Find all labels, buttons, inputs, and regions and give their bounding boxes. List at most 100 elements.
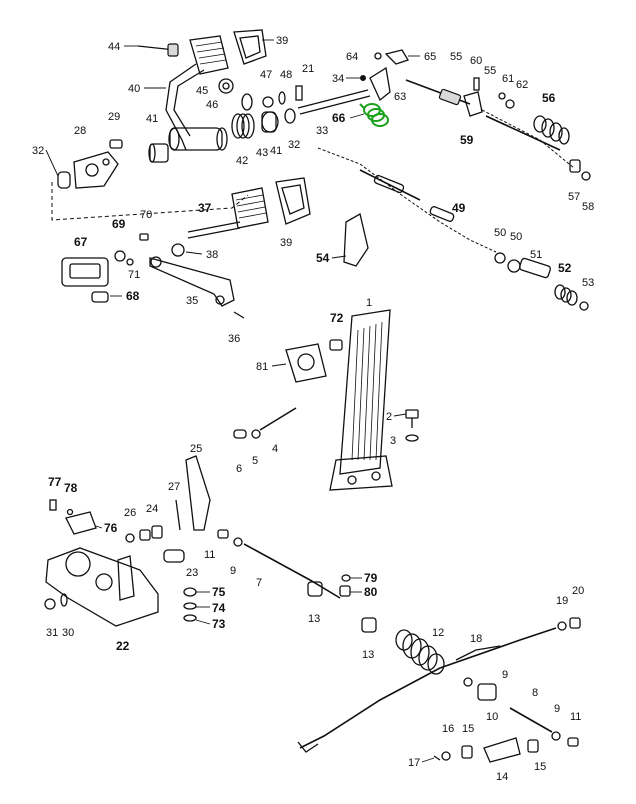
nut-61: [498, 92, 506, 100]
washer-74: [183, 602, 197, 610]
sleeve-51: [519, 257, 551, 279]
callout-5: 5: [252, 455, 258, 467]
bolt-2: [405, 409, 419, 428]
callout-34: 34: [332, 73, 344, 85]
callout-26: 26: [124, 507, 136, 519]
callout-13b: 13: [362, 649, 374, 661]
callout-40: 40: [128, 83, 140, 95]
callout-50a: 50: [494, 227, 506, 239]
callout-48: 48: [280, 69, 292, 81]
ring-9b: [463, 677, 473, 687]
callout-55b: 55: [484, 65, 496, 77]
callout-60: 60: [470, 55, 482, 67]
callout-13: 13: [308, 613, 320, 625]
callout-41: 41: [146, 113, 158, 125]
washer-46: [241, 93, 253, 111]
callout-75: 75: [212, 585, 226, 599]
callout-18: 18: [470, 633, 482, 645]
spring-66-highlighted: [359, 103, 389, 127]
bushing-41: [148, 143, 169, 163]
washer-16: [441, 751, 451, 761]
nut-58: [581, 171, 591, 181]
callout-39b: 39: [280, 237, 292, 249]
bushing-24b: [151, 525, 163, 539]
bolt-44: [124, 43, 179, 57]
callout-54: 54: [316, 251, 330, 265]
clip-48: [278, 91, 286, 105]
rod-4: [259, 407, 297, 431]
callout-68: 68: [126, 289, 140, 303]
shift-rod: [299, 627, 557, 749]
ring-19: [557, 621, 567, 631]
callout-6: 6: [236, 463, 242, 475]
nut-31: [44, 598, 56, 610]
callout-27: 27: [168, 481, 180, 493]
screw-60: [473, 77, 480, 91]
pin-36: [233, 311, 245, 319]
bushing-15b: [527, 739, 539, 753]
bracket-28: [73, 151, 119, 189]
bracket-54: [343, 213, 369, 267]
callout-19: 19: [556, 595, 568, 607]
callout-28: 28: [74, 125, 86, 137]
lever-14: [483, 737, 521, 763]
bushing-13b: [361, 617, 377, 633]
spring-43: [231, 113, 255, 139]
callout-10: 10: [486, 711, 498, 723]
pin-17: [433, 755, 441, 761]
callout-79: 79: [364, 571, 378, 585]
callout-32: 32: [32, 145, 44, 157]
bushing-15a: [461, 745, 473, 759]
callout-33: 33: [316, 125, 328, 137]
callout-57: 57: [568, 191, 580, 203]
callout-39: 39: [276, 35, 288, 47]
adjuster-55: [438, 88, 462, 106]
callout-9c: 9: [554, 703, 560, 715]
pedal-arm-40: [165, 63, 197, 151]
pivot-tube-42: [168, 127, 228, 151]
callout-71: 71: [128, 269, 140, 281]
callout-73: 73: [212, 617, 226, 631]
bracket-76: [65, 511, 97, 535]
clip-11a: [217, 529, 229, 539]
linkage-group: [44, 455, 581, 763]
end-57: [569, 159, 581, 173]
callout-4: 4: [272, 443, 278, 455]
tube-18: [455, 645, 501, 661]
callout-76: 76: [104, 521, 118, 535]
callout-72: 72: [330, 311, 344, 325]
callout-64: 64: [346, 51, 358, 63]
callout-59: 59: [460, 133, 474, 147]
callout-52: 52: [558, 261, 572, 275]
nut-71: [126, 258, 134, 266]
ring-79: [341, 574, 351, 582]
nut-75: [183, 587, 197, 597]
callout-12: 12: [432, 627, 444, 639]
callout-9b: 9: [502, 669, 508, 681]
bracket-22: [45, 547, 159, 627]
callout-25: 25: [190, 443, 202, 455]
pedal-pad-37: [231, 187, 269, 229]
pedal-cluster-group: [51, 29, 409, 221]
callout-61: 61: [502, 73, 514, 85]
washer-78: [66, 508, 74, 516]
callout-37: 37: [198, 201, 212, 215]
callout-67: 67: [74, 235, 88, 249]
callout-36: 36: [228, 333, 240, 345]
washer-26: [125, 533, 135, 543]
rod-8: [509, 707, 553, 733]
screw-70: [139, 233, 149, 241]
callout-62: 62: [516, 79, 528, 91]
nut-45: [218, 78, 234, 94]
callout-77: 77: [48, 475, 62, 489]
callout-65: 65: [424, 51, 436, 63]
callout-9: 9: [230, 565, 236, 577]
callout-78: 78: [64, 481, 78, 495]
callout-51: 51: [530, 249, 542, 261]
lever-63: [369, 66, 391, 102]
callout-47: 47: [260, 69, 272, 81]
callout-15b: 15: [534, 761, 546, 773]
callout-53: 53: [582, 277, 594, 289]
accelerator-pedal-1: [329, 309, 393, 491]
